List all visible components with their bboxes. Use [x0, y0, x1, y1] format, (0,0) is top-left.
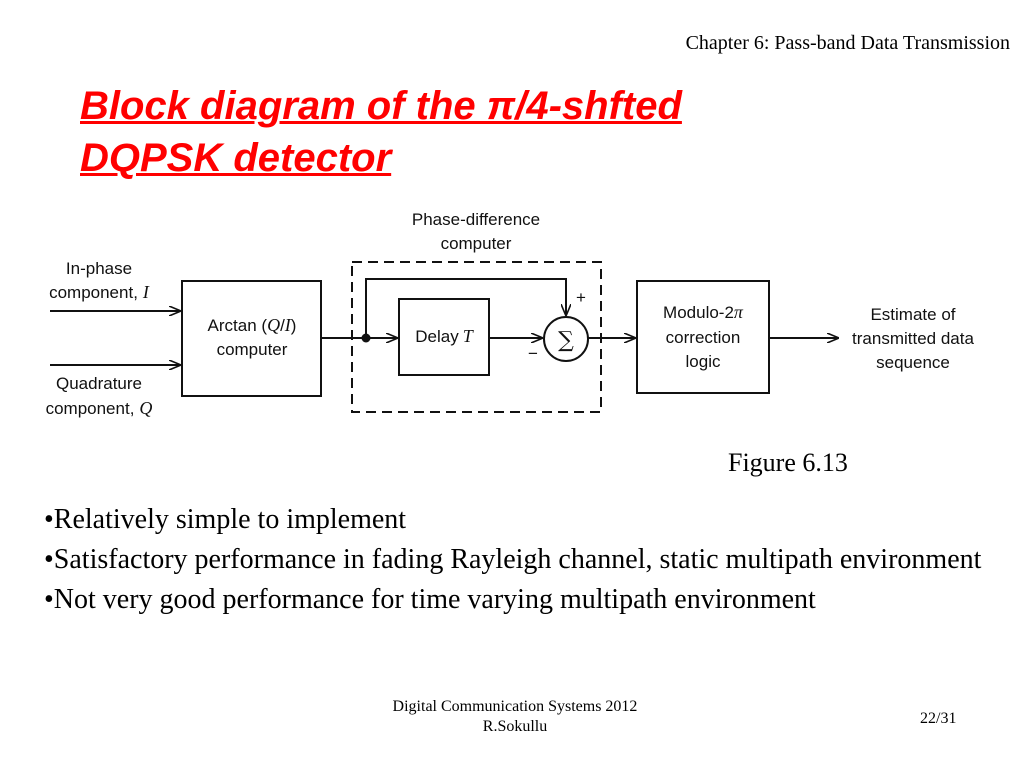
arctan-i: I [284, 315, 292, 335]
arctan-slash: / [280, 316, 285, 335]
inphase-component-text: component, [49, 283, 138, 302]
footer: Digital Communication Systems 2012 R.Sok… [0, 697, 1024, 737]
branch-point [361, 333, 371, 343]
estimate-label-line-1: Estimate of [870, 305, 955, 324]
slide-title-line-1: Block diagram of the π/4-shfted [80, 84, 682, 128]
bullet-item: •Satisfactory performance in fading Rayl… [44, 544, 982, 575]
inphase-component-label: component,I [49, 282, 150, 302]
bypass-path [365, 278, 566, 338]
inphase-symbol: I [142, 282, 150, 302]
delay-symbol: T [463, 326, 475, 346]
quadrature-component-label: component,Q [46, 398, 153, 418]
phase-difference-computer-label: computer [441, 234, 512, 253]
estimate-label-line-2: transmitted data [852, 329, 974, 348]
modulo-text: Modulo-2 [663, 303, 734, 322]
bullet-list: •Relatively simple to implement •Satisfa… [44, 500, 1004, 620]
modulo-logic-label: logic [686, 352, 721, 371]
minus-sign: − [528, 344, 538, 363]
estimate-label-line-3: sequence [876, 353, 950, 372]
arctan-q: Q [267, 315, 280, 335]
footer-course: Digital Communication Systems 2012 [392, 698, 638, 715]
arctan-close: ) [291, 316, 297, 335]
slide-title: Block diagram of the π/4-shfted DQPSK de… [80, 80, 682, 184]
arctan-computer-block [181, 280, 322, 397]
footer-author: R.Sokullu [482, 718, 548, 735]
bullet-item: •Not very good performance for time vary… [44, 584, 816, 615]
modulo-label: Modulo-2π [663, 302, 744, 322]
delay-text: Delay [415, 327, 459, 346]
inphase-label: In-phase [66, 259, 132, 278]
figure-caption: Figure 6.13 [728, 448, 848, 477]
bullet-item: •Relatively simple to implement [44, 504, 407, 535]
slide-title-line-2: DQPSK detector [80, 136, 392, 180]
arctan-text: Arctan ( [208, 316, 268, 335]
chapter-header: Chapter 6: Pass-band Data Transmission [685, 32, 1010, 54]
quadrature-component-text: component, [46, 399, 135, 418]
quadrature-symbol: Q [139, 398, 152, 418]
quadrature-label: Quadrature [56, 374, 142, 393]
page-number: 22/31 [920, 710, 957, 727]
modulo-correction-label: correction [666, 328, 741, 347]
block-diagram: In-phase component,I Quadrature componen… [46, 210, 975, 418]
modulo-pi: π [734, 302, 744, 322]
sum-symbol: ∑ [558, 328, 574, 353]
plus-sign: + [576, 288, 586, 307]
phase-difference-label: Phase-difference [412, 210, 540, 229]
arctan-computer-label: computer [217, 340, 288, 359]
arctan-label: Arctan (Q/I) [208, 315, 297, 335]
